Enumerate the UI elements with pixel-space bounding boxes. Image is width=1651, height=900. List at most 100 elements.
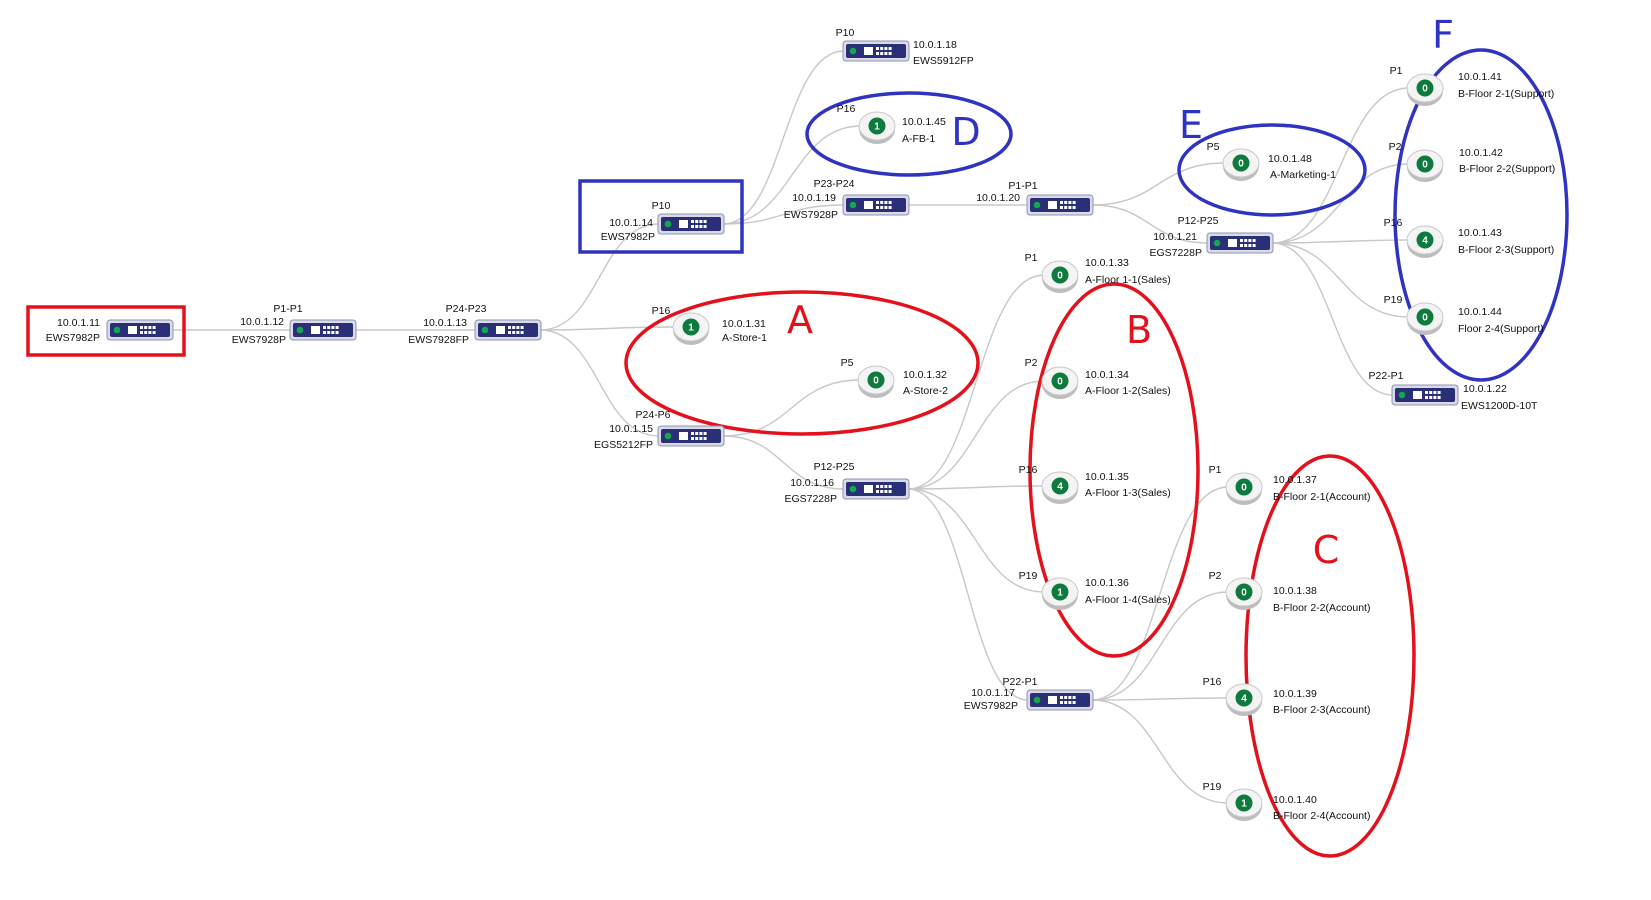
switch-model-label: EWS7928P	[784, 209, 838, 221]
ap-name-label: A-Floor 1-1(Sales)	[1085, 274, 1171, 286]
switch-model-label: EWS7928P	[232, 334, 286, 346]
client-count-text: 0	[1241, 483, 1247, 494]
client-count-badge	[867, 371, 885, 389]
switch-port-label: P22-P1	[1368, 370, 1403, 382]
switch-port-label: P10	[836, 27, 855, 39]
switch-ports-icon	[864, 485, 892, 493]
ap-port-label: P1	[1390, 65, 1403, 77]
link-line	[1091, 204, 1209, 244]
link-line	[1271, 242, 1394, 396]
ap-port-label: P19	[1019, 570, 1038, 582]
switch-status-led	[1033, 696, 1041, 704]
switch-ports-icon	[679, 432, 707, 440]
switch-ports-icon	[864, 201, 892, 209]
client-count-text: 0	[1241, 588, 1247, 599]
highlight-box-switch-14	[578, 179, 744, 254]
client-count-text: 1	[1057, 588, 1063, 599]
switch-model-label: EGS7228P	[1149, 247, 1202, 259]
ap-ip-label: 10.0.1.37	[1273, 474, 1317, 486]
switch-ip-label: 10.0.1.14	[609, 217, 653, 229]
switch-ip-label: 10.0.1.13	[423, 317, 467, 329]
ap-name-label: B-Floor 2-2(Account)	[1273, 602, 1370, 614]
annotation-layer	[26, 48, 1569, 858]
switch-status-led	[1213, 239, 1221, 247]
client-count-text: 4	[1241, 694, 1247, 705]
highlight-box-core-switch	[26, 305, 186, 357]
switch-port-label: P24-P23	[446, 303, 487, 315]
switch-port-label: P10	[652, 200, 671, 212]
link-line	[539, 326, 676, 331]
switch-ports-icon	[128, 326, 156, 334]
client-count-text: 1	[688, 323, 694, 334]
client-count-badge	[1235, 689, 1253, 707]
ap-ip-label: 10.0.1.40	[1273, 794, 1317, 806]
switch-ports-icon	[679, 220, 707, 228]
switch-ports-icon	[1228, 239, 1256, 247]
client-count-badge	[1235, 478, 1253, 496]
link-line	[907, 274, 1045, 490]
client-count-badge	[682, 318, 700, 336]
ap-name-label: B-Floor 2-1(Account)	[1273, 491, 1370, 503]
switch-ports-icon	[1048, 696, 1076, 704]
ap-port-label: P5	[1207, 141, 1220, 153]
ap-port-label: P16	[652, 305, 671, 317]
client-count-badge	[1235, 794, 1253, 812]
ap-name-label: A-FB-1	[902, 133, 935, 145]
ap-ip-label: 10.0.1.34	[1085, 369, 1129, 381]
group-letter-b: B	[1126, 308, 1152, 352]
access-point-node[interactable]: 1 P16 10.0.1.31A-Store-1	[652, 305, 767, 345]
ap-port-label: P16	[837, 103, 856, 115]
ap-name-label: A-Floor 1-2(Sales)	[1085, 385, 1171, 397]
ap-ip-label: 10.0.1.31	[722, 318, 766, 330]
switch-status-led	[481, 326, 489, 334]
ap-port-label: P16	[1384, 217, 1403, 229]
ap-ip-label: 10.0.1.42	[1459, 147, 1503, 159]
ap-name-label: B-Floor 2-1(Support)	[1458, 88, 1554, 100]
access-point-node[interactable]: 0 P1 10.0.1.37B-Floor 2-1(Account)	[1209, 464, 1371, 505]
ap-ip-label: 10.0.1.39	[1273, 688, 1317, 700]
ap-port-label: P5	[841, 357, 854, 369]
switch-model-label: EWS1200D-10T	[1461, 400, 1538, 412]
switch-ports-icon	[311, 326, 339, 334]
client-count-badge	[1051, 583, 1069, 601]
switch-status-led	[1033, 201, 1041, 209]
ap-port-label: P1	[1209, 464, 1222, 476]
client-count-badge	[1416, 155, 1434, 173]
ap-name-label: A-Store-1	[722, 332, 767, 344]
link-line	[1091, 486, 1229, 701]
switch-model-label: EWS7982P	[964, 700, 1018, 712]
switch-ip-label: 10.0.1.18	[913, 39, 957, 51]
ap-name-label: B-Floor 2-3(Account)	[1273, 704, 1370, 716]
ap-ip-label: 10.0.1.44	[1458, 306, 1502, 318]
switch-ip-label: 10.0.1.21	[1153, 231, 1197, 243]
link-line	[907, 485, 1045, 490]
